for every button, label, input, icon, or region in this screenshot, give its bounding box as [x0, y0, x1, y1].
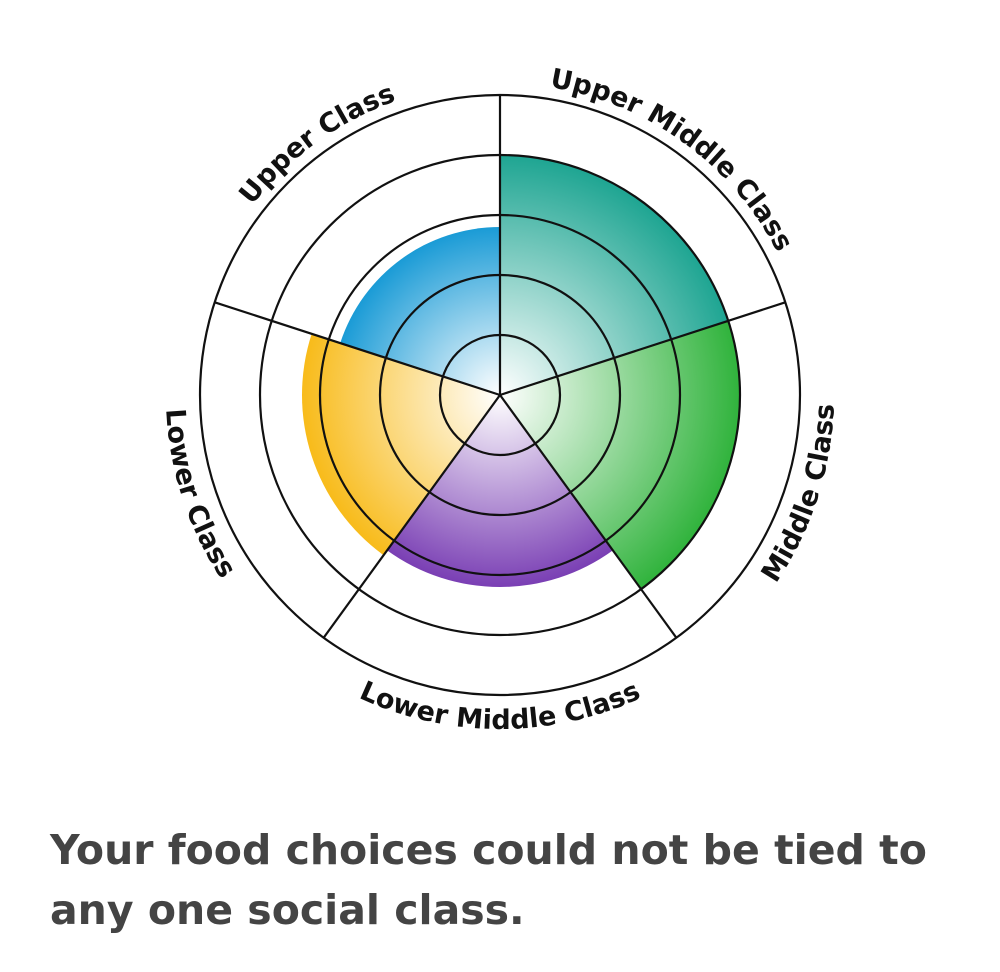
segments-layer — [301, 155, 740, 590]
segment-upper-middle-class — [500, 155, 729, 395]
caption: Your food choices could not be tied to a… — [50, 820, 970, 940]
grid-spoke-2 — [499, 301, 786, 397]
caption-line-1: Your food choices could not be tied to — [50, 826, 927, 874]
caption-line-2: any one social class. — [50, 886, 525, 934]
segment-lower-middle-class — [387, 395, 613, 587]
segment-lower-class — [301, 333, 500, 556]
grid-spoke-5 — [214, 301, 501, 397]
segment-upper-class — [340, 227, 500, 395]
grid-layer — [198, 93, 802, 697]
label-lower-class: Lower Class — [159, 408, 242, 584]
label-lower-middle-class: Lower Middle Class — [355, 675, 644, 736]
grid-spoke-3 — [499, 394, 678, 639]
grid-spoke-4 — [322, 394, 501, 639]
